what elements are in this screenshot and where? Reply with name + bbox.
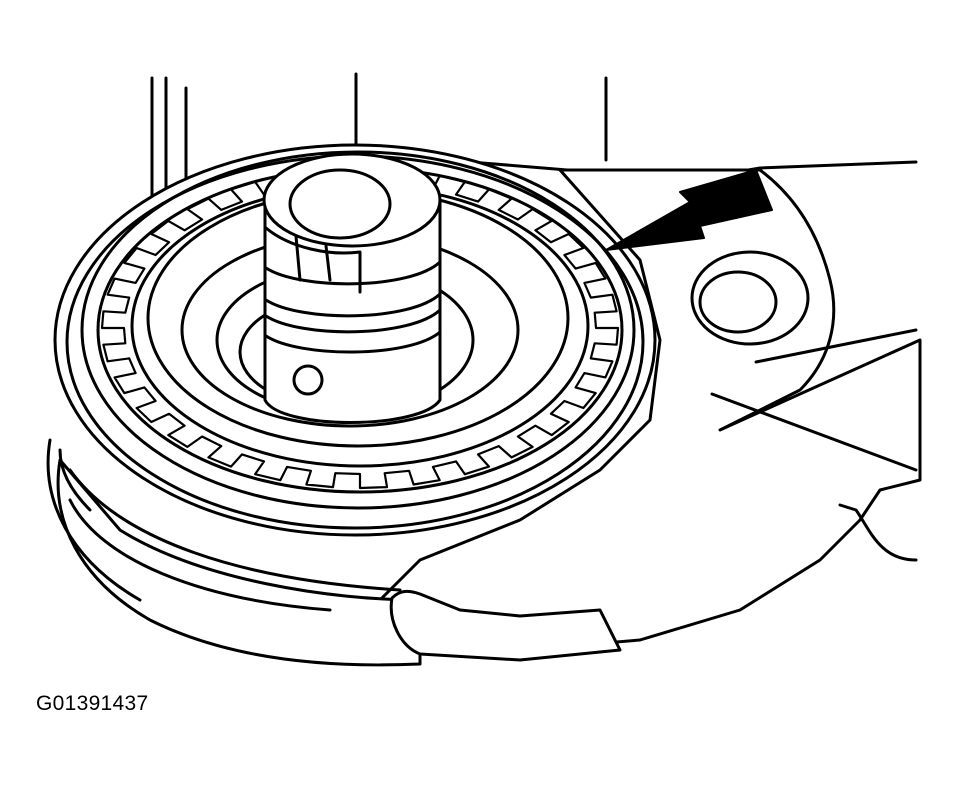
figure-id-label: G01391437: [36, 692, 149, 715]
mounting-bracket: [378, 168, 922, 652]
bolt-hole-inner: [698, 270, 778, 334]
arrow-icon: [605, 169, 773, 251]
shaft-cross-hole: [292, 364, 324, 396]
shaft: [262, 152, 442, 424]
housing-body: [46, 438, 622, 667]
reluctor-teeth: [100, 166, 620, 490]
indicator-arrow: [605, 169, 773, 251]
shaft-end-face: [288, 168, 392, 240]
